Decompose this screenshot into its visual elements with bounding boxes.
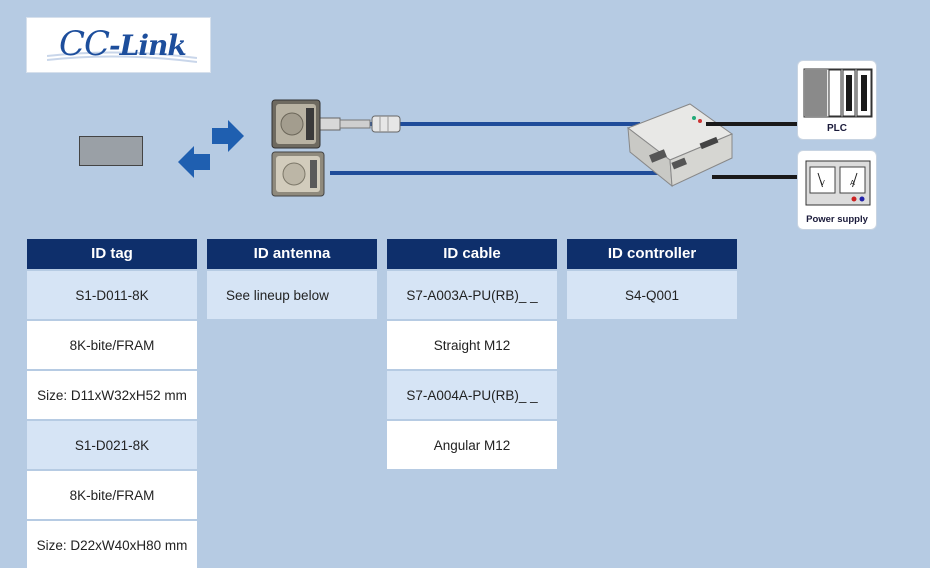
id-tag-header: ID tag	[27, 239, 197, 269]
id-antenna-cell: See lineup below	[207, 271, 377, 319]
logo-text-sub: -Link	[109, 29, 187, 62]
logo-swoosh-icon	[47, 51, 197, 63]
id-tag-cell: Size: D11xW32xH52 mm	[27, 371, 197, 419]
plc-device: PLC	[797, 60, 877, 140]
id-tag-cell: S1-D021-8K	[27, 421, 197, 469]
id-cable-cell: S7-A003A-PU(RB)_ _	[387, 271, 557, 319]
id-controller-icon	[626, 103, 734, 188]
id-tag-cell: 8K-bite/FRAM	[27, 321, 197, 369]
id-tag-column: ID tag S1-D011-8K 8K-bite/FRAM Size: D11…	[27, 239, 197, 568]
power-supply-icon: V A	[805, 160, 871, 206]
plc-icon	[803, 68, 873, 118]
logo-text: CC-Link	[59, 24, 187, 64]
svg-text:V: V	[820, 180, 825, 187]
plc-label: PLC	[827, 123, 847, 134]
id-tag-cell: S1-D011-8K	[27, 271, 197, 319]
id-cable-header: ID cable	[387, 239, 557, 269]
id-cable-column: ID cable S7-A003A-PU(RB)_ _ Straight M12…	[387, 239, 557, 469]
id-controller-header: ID controller	[567, 239, 737, 269]
power-supply-label: Power supply	[806, 214, 868, 225]
cable-connector-icon	[317, 115, 401, 133]
id-tag-cell: 8K-bite/FRAM	[27, 471, 197, 519]
left-arrow-icon	[178, 146, 210, 178]
logo-text-main: CC	[59, 24, 110, 64]
id-antenna-header: ID antenna	[207, 239, 377, 269]
right-arrow-icon	[212, 120, 244, 152]
system-diagram	[271, 99, 797, 197]
id-tag-graphic	[79, 136, 143, 166]
bidirectional-arrows-icon	[178, 120, 244, 178]
cc-link-logo: CC-Link	[26, 17, 211, 73]
id-controller-cell: S4-Q001	[567, 271, 737, 319]
id-antenna-1-icon	[271, 99, 321, 149]
id-antenna-column: ID antenna See lineup below	[207, 239, 377, 319]
id-cable-cell: S7-A004A-PU(RB)_ _	[387, 371, 557, 419]
id-antenna-2-icon	[271, 151, 325, 197]
id-cable-cell: Straight M12	[387, 321, 557, 369]
power-supply-device: V A Power supply	[797, 150, 877, 230]
id-controller-column: ID controller S4-Q001	[567, 239, 737, 319]
svg-text:A: A	[850, 180, 855, 187]
id-cable-cell: Angular M12	[387, 421, 557, 469]
id-tag-cell: Size: D22xW40xH80 mm	[27, 521, 197, 568]
